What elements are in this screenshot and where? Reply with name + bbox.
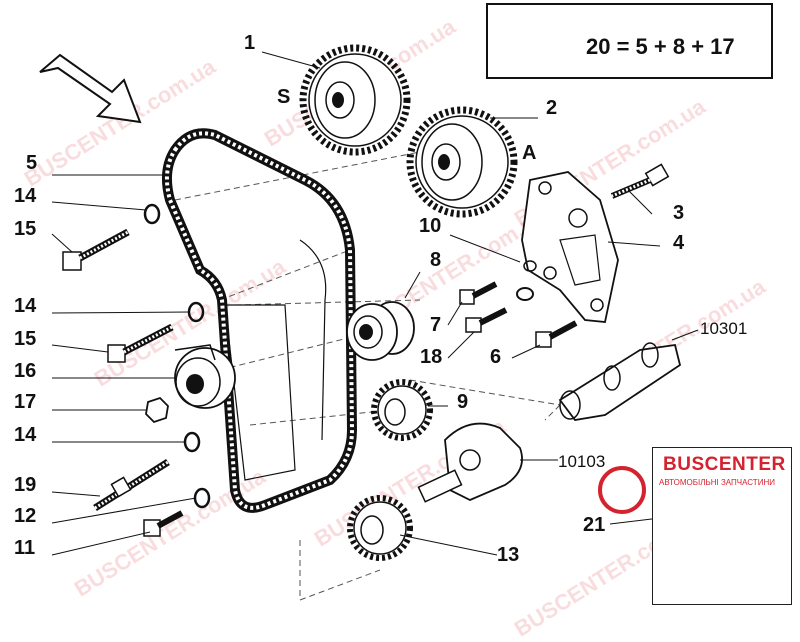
- kit-formula: 20 = 5 + 8 + 17: [586, 34, 735, 59]
- bolt-6: [535, 320, 578, 348]
- callout-17: 17: [14, 391, 37, 413]
- callout-4: 4: [673, 232, 685, 254]
- bolt-icon: [610, 163, 670, 199]
- callout-10301: 10301: [700, 319, 748, 338]
- bolt-7: [459, 281, 498, 305]
- callout-15: 15: [14, 218, 37, 240]
- callout-15: 15: [14, 328, 37, 350]
- timing-belt: [161, 128, 358, 513]
- callout-10103: 10103: [558, 452, 606, 471]
- label-s: S: [277, 86, 291, 108]
- tensioner-bracket: [521, 171, 619, 323]
- inset-panel: BUSCENTER АВТОМОБІЛЬНІ ЗАПЧАСТИНИ: [652, 447, 792, 605]
- arrow-indicator-icon: [39, 53, 142, 124]
- callout-12: 12: [14, 505, 37, 527]
- callout-5: 5: [26, 152, 38, 174]
- callout-1: 1: [244, 32, 256, 54]
- bolt-15: [62, 228, 174, 363]
- tensioner-16: [174, 344, 236, 409]
- callout-18: 18: [420, 346, 443, 368]
- callout-14: 14: [14, 185, 37, 207]
- leader-lines: [51, 51, 699, 556]
- callout-19: 19: [14, 474, 37, 496]
- camshaft-sprocket-s: [299, 44, 411, 156]
- callout-13: 13: [497, 544, 520, 566]
- kit-reference-box: 20 = 5 + 8 + 17: [486, 3, 773, 79]
- washer-10: [516, 260, 537, 301]
- callout-8: 8: [430, 249, 442, 271]
- callout-9: 9: [457, 391, 469, 413]
- callout-21: 21: [583, 514, 606, 536]
- idler-pulley-8: [346, 301, 415, 361]
- brand-title: BUSCENTER: [663, 454, 786, 475]
- stud-19: [93, 459, 170, 511]
- callout-11: 11: [14, 537, 36, 559]
- callout-6: 6: [490, 346, 502, 368]
- callout-16: 16: [14, 360, 37, 382]
- guide-lines: [174, 149, 561, 601]
- callout-3: 3: [673, 202, 685, 224]
- callout-2: 2: [546, 97, 558, 119]
- callout-7: 7: [430, 314, 442, 336]
- brand-subtitle: АВТОМОБІЛЬНІ ЗАПЧАСТИНИ: [659, 478, 775, 487]
- crankshaft-10103: [417, 422, 523, 503]
- bolt-18: [465, 307, 508, 333]
- callout-10: 10: [419, 215, 442, 237]
- label-a: A: [522, 142, 537, 164]
- parts-diagram: BUSCENTER.com.ua BUSCENTER.com.ua BUSCEN…: [14, 3, 792, 641]
- camshaft-10301: [558, 342, 682, 421]
- camshaft-sprocket-a: [406, 106, 518, 218]
- pulley-13: [347, 495, 413, 561]
- callout-14: 14: [14, 295, 37, 317]
- crankshaft-sprocket-9: [371, 379, 433, 441]
- nut-17: [145, 396, 169, 424]
- callout-14: 14: [14, 424, 37, 446]
